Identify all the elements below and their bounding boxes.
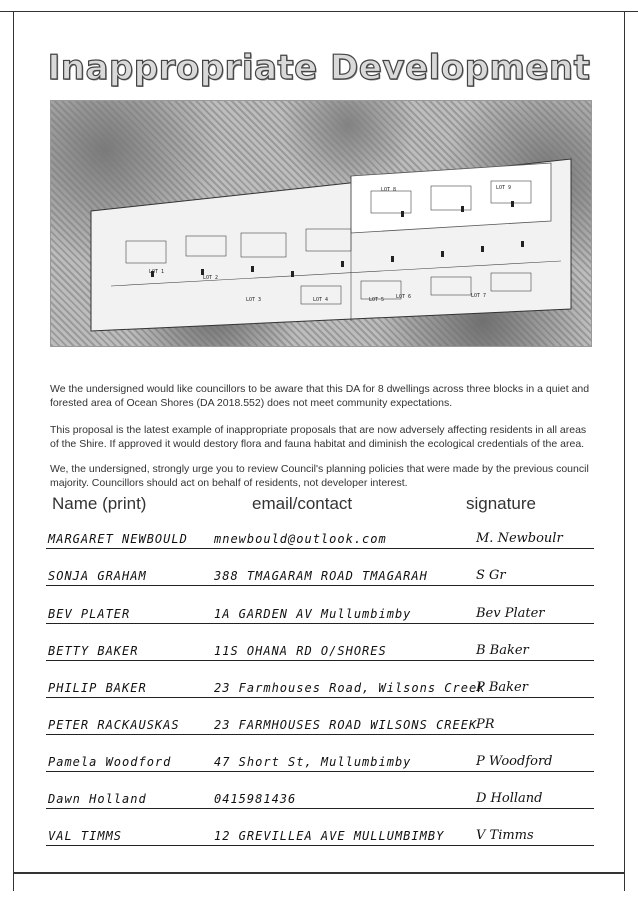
lot-label: LOT 4	[313, 297, 328, 303]
scan-edge-top	[0, 11, 638, 12]
signatory-signature: V Timms	[476, 828, 534, 843]
row-line	[46, 585, 594, 586]
signatory-name: VAL TIMMS	[48, 829, 123, 843]
signatory-row: BEV PLATER 1A GARDEN AV Mullumbimby Bev Pl…	[46, 594, 594, 630]
scan-edge-left	[13, 11, 14, 891]
signatory-row: MARGARET NEWBOULD mnewbould@outlook.com M.…	[46, 519, 594, 555]
signatory-signature: S Gr	[476, 568, 506, 583]
lot-label: LOT 3	[246, 297, 261, 303]
lot-label: LOT 7	[471, 293, 486, 299]
signatory-contact: 12 GREVILLEA AVE MULLUMBIMBY	[214, 829, 445, 843]
row-line	[46, 808, 594, 809]
row-line	[46, 660, 594, 661]
signatory-row: SONJA GRAHAM 388 TMAGARAM ROAD TMAGARAH S …	[46, 556, 594, 592]
row-line	[46, 734, 594, 735]
lot-labels: LOT 1 LOT 2 LOT 3 LOT 4 LOT 5 LOT 6 LOT …	[149, 185, 511, 303]
signatory-contact: 23 FARMHOUSES ROAD WILSONS CREEK	[214, 718, 478, 732]
plan-markers	[151, 201, 524, 277]
signatory-contact: 1A GARDEN AV Mullumbimby	[214, 607, 412, 621]
signatory-row: BETTY BAKER 11S OHANA RD O/SHORES B Baker	[46, 631, 594, 667]
lot-label: LOT 2	[203, 275, 218, 281]
lot-label: LOT 5	[369, 297, 384, 303]
signatory-signature: B Baker	[476, 643, 529, 658]
signatory-name: Pamela Woodford	[48, 755, 172, 769]
plan-linework	[110, 176, 562, 321]
column-header-contact: email/contact	[252, 494, 353, 513]
lot-label: LOT 1	[149, 269, 164, 275]
signatory-row: Dawn Holland 0415981436 D Holland	[46, 779, 594, 815]
lot-label: LOT 9	[496, 185, 511, 191]
row-line	[46, 771, 594, 772]
scan-edge-bottom	[14, 872, 624, 874]
proposal-paragraph: This proposal is the latest example of i…	[50, 424, 587, 450]
signatory-name: BEV PLATER	[48, 607, 131, 621]
column-header-name: Name (print)	[52, 494, 147, 513]
signatory-signature: M. Newboulr	[476, 531, 563, 546]
aerial-site-plan-image: LOT 1 LOT 2 LOT 3 LOT 4 LOT 5 LOT 6 LOT …	[50, 100, 592, 347]
signatory-signature: P Woodford	[476, 754, 553, 769]
page-title: Inappropriate Development	[47, 47, 591, 88]
signatory-contact: 11S OHANA RD O/SHORES	[214, 644, 387, 658]
signatory-row: Pamela Woodford 47 Short St, Mullumbimby P…	[46, 742, 594, 778]
signatory-row: PETER RACKAUSKAS 23 FARMHOUSES ROAD WILSO…	[46, 705, 594, 741]
lot-label: LOT 8	[381, 187, 396, 193]
signatory-contact: 388 TMAGARAM ROAD TMAGARAH	[214, 569, 428, 583]
signatory-contact: 0415981436	[214, 792, 297, 806]
signatory-name: Dawn Holland	[48, 792, 147, 806]
signatory-row: PHILIP BAKER 23 Farmhouses Road, Wilsons …	[46, 668, 594, 704]
row-line	[46, 548, 594, 549]
scan-edge-right	[624, 11, 625, 891]
intro-paragraph: We the undersigned would like councillor…	[50, 383, 590, 409]
signatory-name: PHILIP BAKER	[48, 681, 147, 695]
signatory-signature: PR	[476, 717, 495, 732]
signatory-contact: 23 Farmhouses Road, Wilsons Creek	[214, 681, 486, 695]
urge-paragraph: We, the undersigned, strongly urge you t…	[50, 463, 589, 489]
signatory-name: SONJA GRAHAM	[48, 569, 147, 583]
signatory-name: PETER RACKAUSKAS	[48, 718, 180, 732]
signatory-signature: D Holland	[476, 791, 543, 806]
site-plan-drawing: LOT 1 LOT 2 LOT 3 LOT 4 LOT 5 LOT 6 LOT …	[90, 158, 572, 332]
signatory-signature: Bev Plater	[476, 606, 545, 621]
row-line	[46, 623, 594, 624]
row-line	[46, 697, 594, 698]
signatory-signature: P Baker	[476, 680, 528, 695]
row-line	[46, 845, 594, 846]
lot-label: LOT 6	[396, 294, 411, 300]
signatory-contact: 47 Short St, Mullumbimby	[214, 755, 412, 769]
signatory-row: VAL TIMMS 12 GREVILLEA AVE MULLUMBIMBY V T…	[46, 816, 594, 852]
signatory-name: MARGARET NEWBOULD	[48, 532, 188, 546]
column-header-signature: signature	[466, 494, 536, 513]
signatory-name: BETTY BAKER	[48, 644, 139, 658]
signatory-contact: mnewbould@outlook.com	[214, 532, 387, 546]
building-block-upper	[350, 162, 552, 234]
